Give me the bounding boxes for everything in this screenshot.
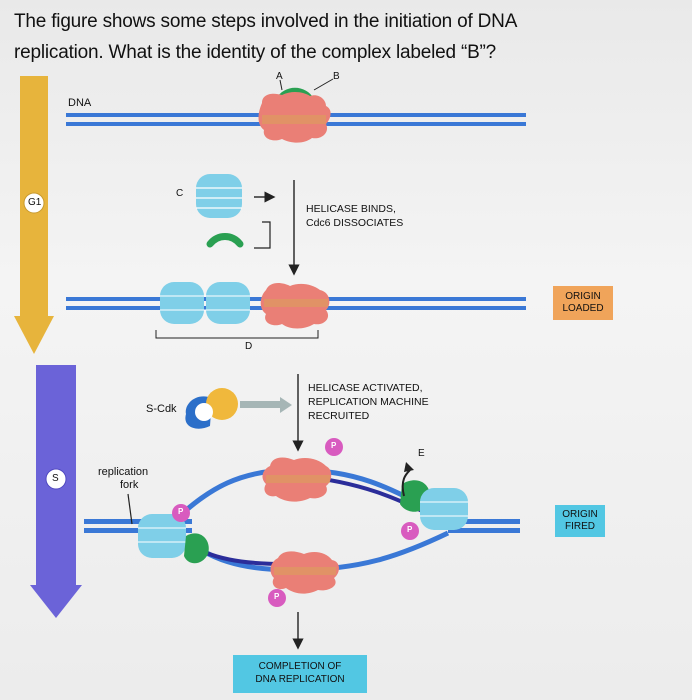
label-g1: G1 [28,197,42,208]
label-d: D [245,341,253,352]
label-b-leader [313,78,334,91]
completion-line1: COMPLETION OF [258,661,342,672]
phosphate-label-2: P [178,507,184,516]
phosphate-label-3: P [407,525,413,534]
question-line-1: The figure shows some steps involved in … [14,11,518,32]
origin-fired-line2: FIRED [565,521,595,532]
s-cdk-complex [185,388,238,429]
cdc6-dissociated [206,233,244,248]
label-fork: fork [120,479,139,491]
origin-loaded-line1: ORIGIN [565,291,601,302]
step2-caption-line3: RECRUITED [308,410,370,422]
s-cdk-arrow [240,397,292,413]
right-fork-helicase [400,462,468,530]
label-dna: DNA [68,97,92,109]
question-line-2: replication. What is the identity of the… [14,42,497,63]
label-a-leader [279,79,283,91]
left-fork-helicase [138,514,209,564]
label-replication: replication [98,466,149,478]
label-a: A [276,71,283,82]
origin-loaded-line2: LOADED [562,303,604,314]
step2-caption-line1: HELICASE ACTIVATED, [308,382,423,394]
phosphate-label-4: P [274,592,280,601]
origin-fired-box [555,505,605,537]
phosphate-markers [172,438,419,607]
completion-box [233,655,367,693]
step1-caption-line2: Cdc6 DISSOCIATES [306,217,404,229]
step1-arrow [254,180,300,276]
label-c: C [176,188,184,199]
step2-caption-line2: REPLICATION MACHINE [308,396,429,408]
bracket-d [155,330,319,339]
origin-fired-line1: ORIGIN [562,509,598,520]
label-s-cdk: S-Cdk [146,403,177,415]
loaded-helicase-double [160,282,250,324]
fork-pointer [127,493,133,525]
s-phase-arrow [30,365,82,618]
complex-c-helicase [196,174,242,218]
label-s: S [52,473,59,484]
origin-loaded-box [553,286,613,320]
label-b: B [333,71,340,82]
label-e: E [418,448,425,459]
g1-phase-arrow [14,76,54,354]
step1-caption-line1: HELICASE BINDS, [306,203,396,215]
phosphate-label-1: P [331,441,337,450]
completion-line2: DNA REPLICATION [255,674,345,685]
